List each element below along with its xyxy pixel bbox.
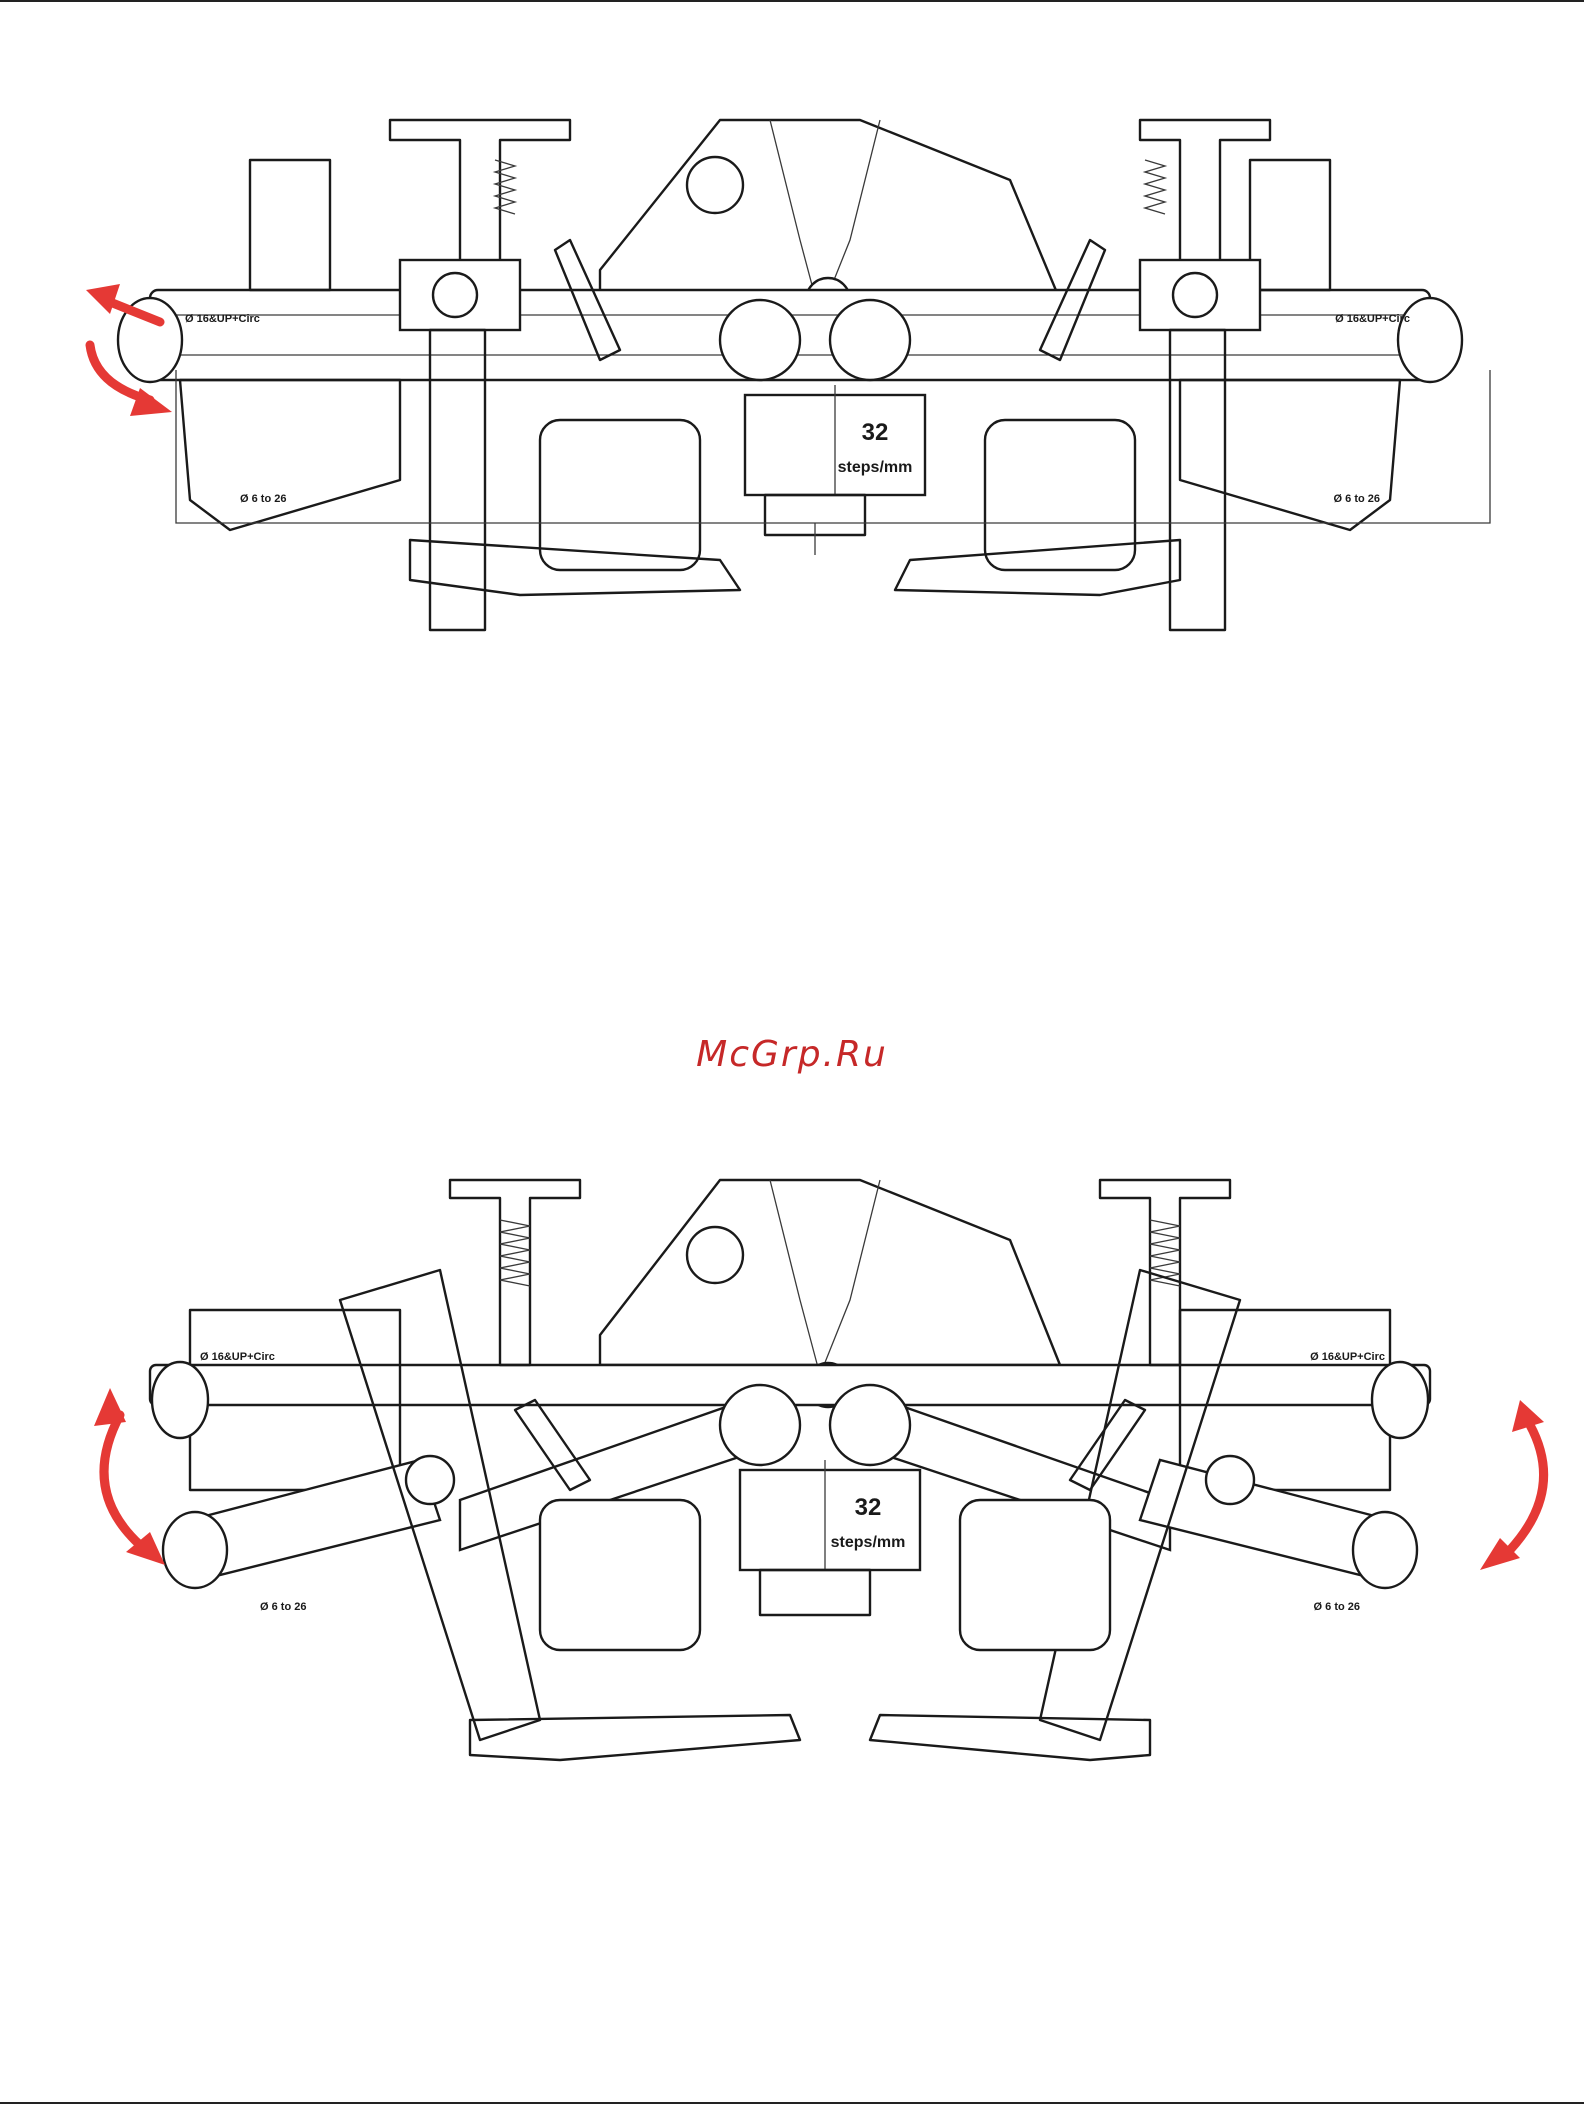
top-gauge-value: 32 xyxy=(862,419,889,446)
bottom-tube-left xyxy=(190,1460,440,1580)
bottom-range-right: Ø 6 to 26 xyxy=(1314,1601,1360,1613)
bottom-latch-left xyxy=(470,1715,800,1760)
bottom-connector xyxy=(760,1570,870,1615)
top-rule xyxy=(0,0,1584,2)
top-roller-left xyxy=(720,300,800,380)
bottom-wheel-left xyxy=(540,1500,700,1650)
watermark: McGrp.Ru xyxy=(0,1034,1584,1075)
bottom-center-housing xyxy=(600,1180,1060,1365)
top-wheel-left xyxy=(540,420,700,570)
top-end-cap-right xyxy=(1398,298,1462,382)
bottom-range-left: Ø 6 to 26 xyxy=(260,1601,306,1613)
top-range-left: Ø 6 to 26 xyxy=(240,493,286,505)
top-side-box-left xyxy=(180,380,400,530)
bottom-tag-right: Ø 16&UP+Circ xyxy=(1310,1351,1385,1363)
top-knob-center xyxy=(687,157,743,213)
top-side-box-right xyxy=(1180,380,1400,530)
top-wheel-right xyxy=(985,420,1135,570)
bottom-end-cap-left xyxy=(163,1512,227,1588)
bottom-gauge-unit: steps/mm xyxy=(831,1534,906,1551)
top-center-housing xyxy=(600,120,1060,300)
bottom-clamp-bolt-left xyxy=(406,1456,454,1504)
bottom-tube-right xyxy=(1140,1460,1390,1580)
bottom-roller-right xyxy=(830,1385,910,1465)
top-roller-right xyxy=(830,300,910,380)
bottom-roller-left xyxy=(720,1385,800,1465)
bottom-tag-left: Ø 16&UP+Circ xyxy=(200,1351,275,1363)
bottom-gauge-box xyxy=(740,1470,920,1570)
top-figure-carriage-diagram: 32 steps/mm Ø 16&UP+Circ Ø 16&UP+Circ Ø … xyxy=(0,100,1584,760)
bottom-t-handle-right xyxy=(1100,1180,1230,1365)
top-clamp-bolt-left xyxy=(433,273,477,317)
top-spring-right xyxy=(1145,160,1165,214)
bottom-end-cap-right xyxy=(1353,1512,1417,1588)
bottom-wheel-right xyxy=(960,1500,1110,1650)
bottom-knob-center xyxy=(687,1227,743,1283)
bottom-clamp-bolt-right xyxy=(1206,1456,1254,1504)
top-clamp-bolt-right xyxy=(1173,273,1217,317)
bottom-spring-left xyxy=(500,1220,530,1286)
top-tag-right: Ø 16&UP+Circ xyxy=(1335,313,1410,325)
top-gauge-unit: steps/mm xyxy=(838,459,913,476)
bottom-spring-right xyxy=(1150,1220,1180,1286)
bottom-t-handle-left xyxy=(450,1180,580,1365)
bottom-rule xyxy=(0,2102,1584,2104)
bottom-latch-right xyxy=(870,1715,1150,1760)
bottom-figure-carriage-diagram: 32 steps/mm Ø 16&UP+Circ Ø 16&UP+Circ Ø … xyxy=(0,1160,1584,1820)
top-range-right: Ø 6 to 26 xyxy=(1334,493,1380,505)
top-spring-left xyxy=(495,160,515,214)
top-tag-left: Ø 16&UP+Circ xyxy=(185,313,260,325)
bottom-gauge-value: 32 xyxy=(855,1494,882,1521)
